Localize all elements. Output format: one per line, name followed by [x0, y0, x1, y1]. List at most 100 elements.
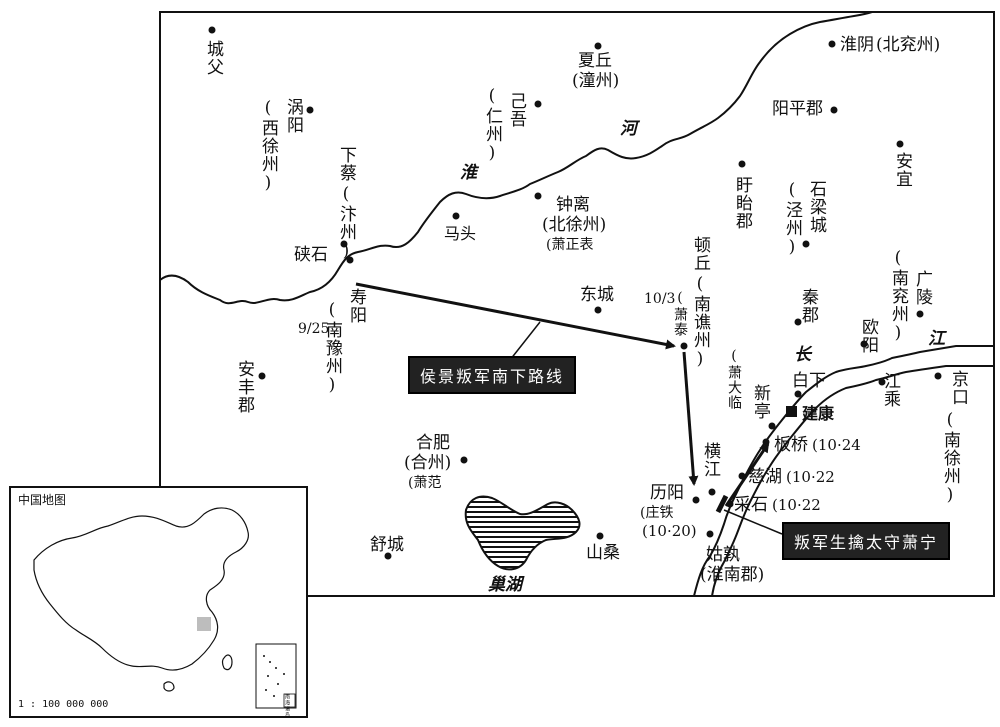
label-shouyang-sub: (南豫州)	[322, 300, 342, 396]
label-dunqiu-date: 10/3	[644, 291, 676, 307]
label-jiangcheng: 江乘	[880, 372, 900, 408]
label-cihu-date: (10·22	[786, 468, 835, 486]
label-xinting: 新亭	[750, 384, 770, 420]
label-liyang-date: (10·20)	[642, 522, 697, 540]
label-woyang-sub: (西徐州)	[258, 98, 278, 194]
label-gushu: 姑孰	[706, 545, 740, 565]
label-woyang: 涡阳	[283, 98, 303, 134]
dot-hefei	[460, 456, 468, 464]
dot-woyang	[306, 106, 314, 114]
dot-baixia	[794, 390, 802, 398]
dot-dunqiu	[680, 342, 688, 350]
dot-matou	[452, 212, 460, 220]
dot-anfeng	[258, 372, 266, 380]
label-dongcheng: 东城	[580, 285, 614, 305]
label-banqiao: 板桥	[774, 435, 808, 455]
label-zhongli-person: (萧正表	[546, 237, 594, 253]
dot-cihu	[738, 472, 746, 480]
dot-huaiyin	[828, 40, 836, 48]
dot-xuyi	[738, 160, 746, 168]
label-shouyang-date: 9/25	[298, 321, 330, 337]
route-arrow-shouyang-dunqiu	[355, 282, 676, 350]
dot-ouyang	[860, 340, 868, 348]
map-border	[159, 11, 995, 597]
label-river-he: 河	[620, 119, 637, 139]
inset-title: 中国地图	[18, 493, 67, 507]
dot-xinting	[768, 422, 776, 430]
label-chengfu: 城父	[203, 40, 223, 76]
label-hengjiang: 横江	[700, 442, 720, 478]
label-xiashi: 硖石	[294, 245, 328, 265]
inset-taiwan	[221, 654, 233, 671]
label-anyi: 安宜	[892, 152, 912, 188]
label-baixia: 白下	[792, 371, 826, 391]
label-caishi: 采石	[734, 495, 768, 515]
label-guangling-sub: (南兖州)	[888, 248, 908, 344]
dot-jiangcheng	[878, 378, 886, 386]
label-gushu-sub: (淮南郡)	[700, 565, 765, 585]
callout-route: 侯景叛军南下路线	[408, 356, 577, 394]
label-ouyang: 欧阳	[858, 318, 878, 354]
dot-banqiao	[762, 438, 770, 446]
label-river-jiang: 江	[928, 329, 945, 349]
label-caishi-date: (10·22	[772, 496, 821, 514]
label-dunqiu-person: (萧泰	[672, 290, 688, 337]
label-jiwu-sub: (仁州)	[482, 86, 502, 164]
label-river-chang: 长	[794, 345, 811, 365]
inset-south-sea-label: 南海诸岛	[284, 694, 290, 718]
dot-yangping	[830, 106, 838, 114]
label-xiaqiu-sub: (潼州)	[572, 71, 620, 91]
label-jingkou-sub: (南徐州)	[940, 410, 960, 506]
label-zhongli-sub: (北徐州)	[542, 215, 607, 235]
label-qinjun: 秦郡	[798, 288, 818, 324]
label-chaohu: 巢湖	[488, 575, 522, 595]
jiankang-capital-marker	[786, 406, 797, 417]
dot-jingkou	[934, 372, 942, 380]
label-huaiyin: 淮阴	[840, 35, 874, 55]
city-dots	[208, 26, 942, 560]
chaohu-lake	[464, 495, 581, 571]
label-jiankang: 建康	[802, 404, 835, 423]
label-shansang: 山桑	[586, 543, 620, 563]
route-arrow-dunqiu-hengjiang	[682, 351, 699, 486]
huai-river	[159, 11, 873, 305]
dot-shucheng	[384, 552, 392, 560]
label-anfeng: 安丰郡	[234, 360, 254, 414]
inset-scale: 1 : 100 000 000	[18, 699, 109, 710]
callout-leader-capture	[723, 509, 783, 535]
label-banqiao-date: (10·24	[812, 436, 861, 454]
label-dunqiu: 顿丘	[690, 236, 710, 272]
dot-jiwu	[534, 100, 542, 108]
label-guangling: 广陵	[912, 270, 932, 306]
inset-hainan	[163, 681, 175, 692]
label-xiaolin: (萧大临	[726, 348, 742, 410]
dot-xiashi	[340, 240, 348, 248]
label-shiliang-sub: (泾州)	[782, 180, 802, 258]
label-zhongli: 钟离	[556, 195, 590, 215]
callout-capture: 叛军生擒太守萧宁	[782, 522, 951, 560]
label-hefei-sub: (合州)	[404, 453, 452, 473]
label-cihu: 慈湖	[748, 467, 782, 487]
label-hefei: 合肥	[416, 433, 450, 453]
label-matou: 马头	[444, 224, 477, 243]
label-jingkou: 京口	[948, 370, 968, 406]
label-shouyang: 寿阳	[346, 288, 366, 324]
inset-south-sea-label-box	[283, 693, 296, 708]
dot-anyi	[896, 140, 904, 148]
label-dunqiu-sub: (南谯州)	[690, 274, 710, 370]
label-xiacai-sub: (汴州)	[336, 184, 356, 262]
dot-qinjun	[794, 318, 802, 326]
route-arrow-caishi-banqiao	[724, 442, 770, 507]
label-hefei-person: (萧范	[408, 475, 442, 491]
dot-caishi	[726, 500, 734, 508]
dot-hengjiang	[708, 488, 716, 496]
dot-shiliang	[802, 240, 810, 248]
label-xiaqiu: 夏丘	[578, 51, 612, 71]
label-xiacai: 下蔡	[336, 146, 356, 182]
label-xuyi: 盱眙郡	[732, 176, 752, 230]
inset-south-sea-islands	[263, 655, 285, 697]
dot-guangling	[916, 310, 924, 318]
river-crossing-mark	[715, 494, 729, 514]
